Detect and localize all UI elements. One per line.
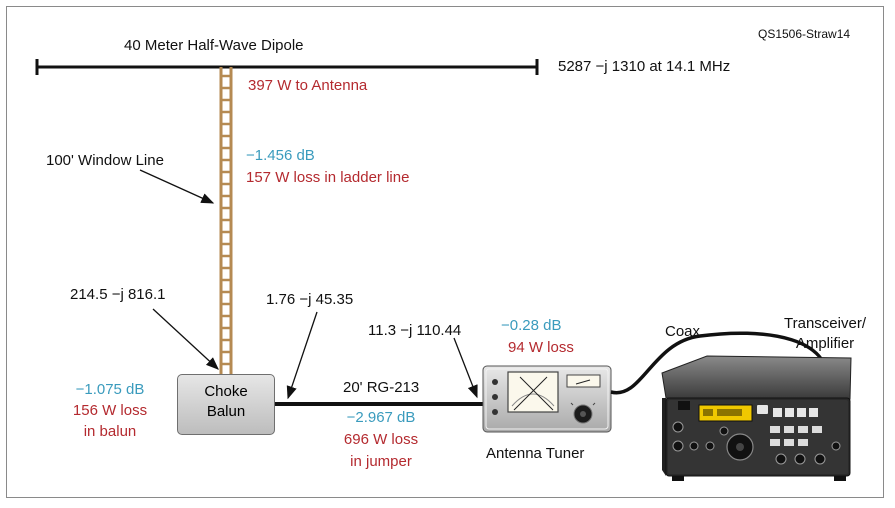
jumper-loss-line1: 696 W loss bbox=[343, 431, 419, 448]
balun-loss-line2: in balun bbox=[83, 423, 137, 440]
balun-loss-db: −1.075 dB bbox=[75, 381, 145, 398]
balun-label-line2: Balun bbox=[206, 403, 246, 420]
balun-loss-line1: 156 W loss bbox=[72, 402, 148, 419]
dipole-antenna bbox=[35, 59, 539, 75]
jumper-impedance: 1.76 −j 45.35 bbox=[266, 291, 354, 308]
jumper-loss-line2: in jumper bbox=[350, 453, 412, 470]
antenna-title: 40 Meter Half-Wave Dipole bbox=[124, 37, 304, 54]
tuner-loss-db: −0.28 dB bbox=[501, 317, 562, 334]
transceiver-icon bbox=[661, 355, 852, 481]
jumper-label: 20' RG-213 bbox=[343, 379, 420, 396]
choke-balun-label: Choke Balun bbox=[177, 382, 275, 422]
tuner-label: Antenna Tuner bbox=[486, 445, 585, 462]
tuner-impedance: 11.3 −j 110.44 bbox=[368, 322, 462, 339]
window-line-ladder bbox=[219, 67, 233, 374]
figure-id: QS1506-Straw14 bbox=[758, 27, 851, 41]
antenna-power: 397 W to Antenna bbox=[248, 77, 368, 94]
tuner-loss-w: 94 W loss bbox=[508, 339, 574, 356]
window-line-label: 100' Window Line bbox=[46, 152, 164, 169]
transceiver-label-line1: Transceiver/ bbox=[784, 315, 866, 332]
antenna-impedance: 5287 −j 1310 at 14.1 MHz bbox=[558, 58, 731, 75]
coax-cable bbox=[610, 331, 830, 397]
transceiver-label-line2: Amplifier bbox=[795, 335, 855, 352]
jumper-loss-db: −2.967 dB bbox=[346, 409, 416, 426]
transceiver-label: Transceiver/ Amplifier bbox=[770, 314, 880, 354]
balun-impedance: 214.5 −j 816.1 bbox=[70, 286, 166, 303]
window-line-loss-w: 157 W loss in ladder line bbox=[246, 169, 410, 186]
choke-balun-box bbox=[177, 374, 275, 435]
coax-label: Coax bbox=[665, 323, 701, 340]
pointer-arrows bbox=[139, 169, 478, 400]
antenna-tuner-icon bbox=[482, 365, 612, 433]
window-line-loss-db: −1.456 dB bbox=[246, 147, 315, 164]
balun-label-line1: Choke bbox=[204, 383, 248, 400]
